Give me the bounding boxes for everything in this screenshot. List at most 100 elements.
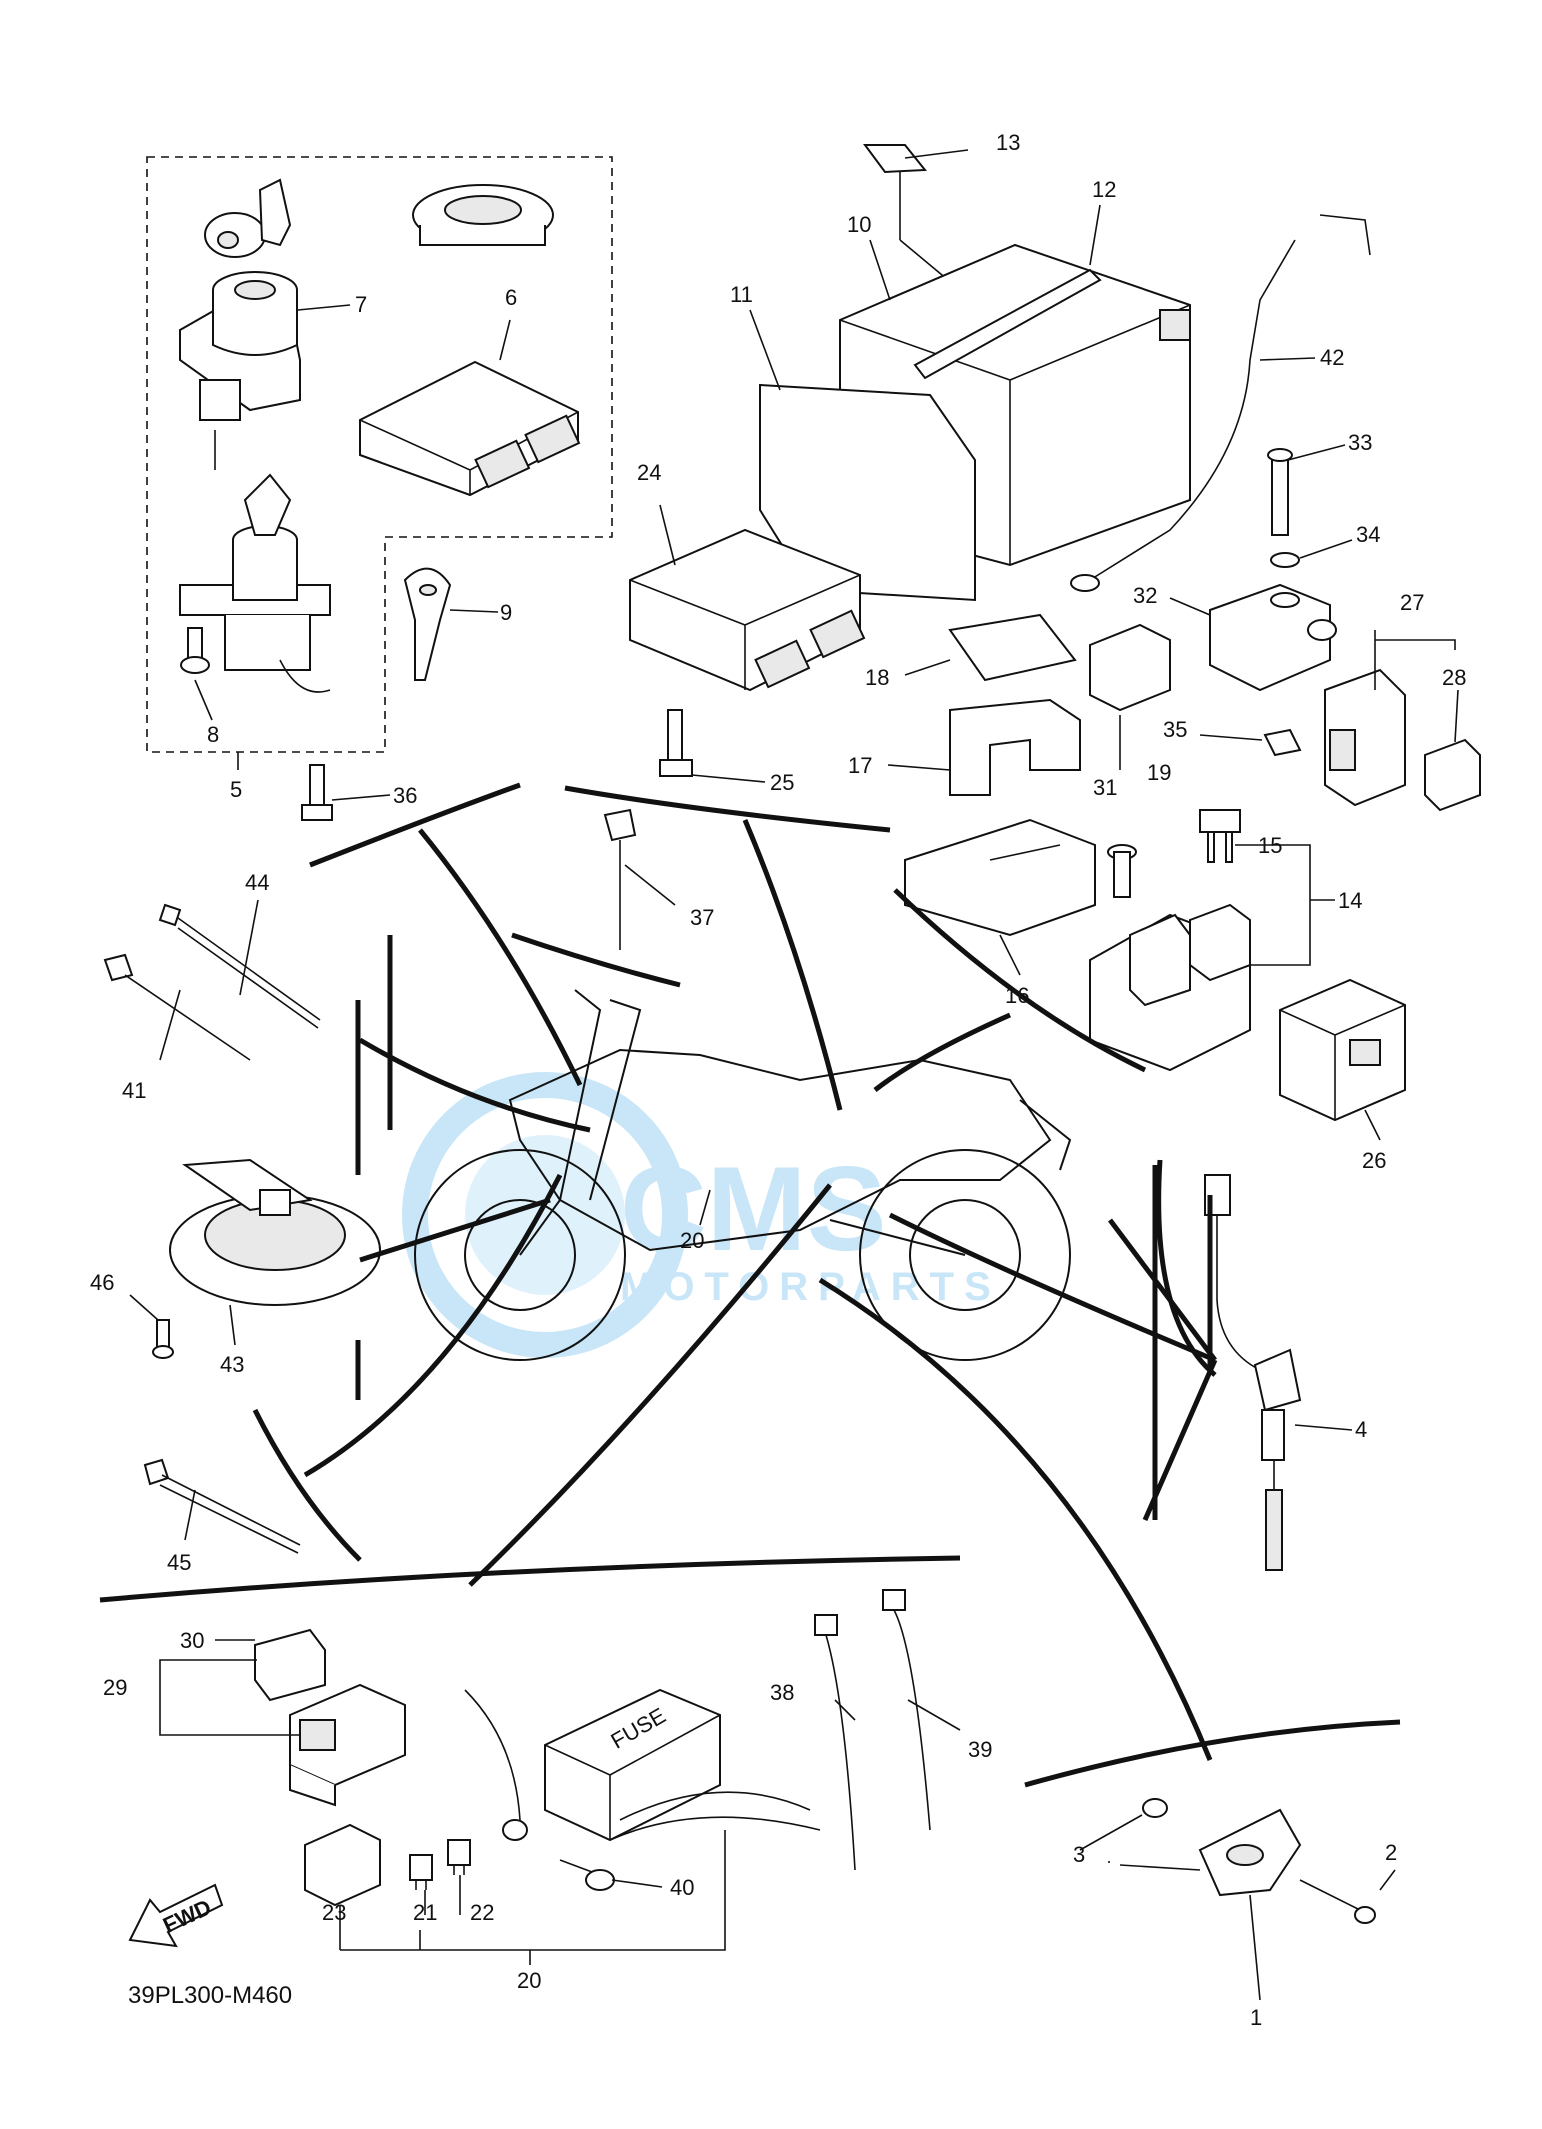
part-38-lead [814, 1614, 856, 1871]
callout-20-bike: 20 [680, 1228, 704, 1253]
part-15-fuse [1199, 809, 1241, 863]
part-43-horn [169, 1158, 381, 1306]
part-33-bolt [1267, 448, 1293, 536]
callout-40: 40 [670, 1875, 694, 1900]
callout-35: 35 [1163, 717, 1187, 742]
lock-set-box [146, 156, 613, 753]
callout-33: 33 [1348, 430, 1372, 455]
callout-27: 27 [1400, 590, 1424, 615]
part-6-ecu [359, 360, 581, 497]
callout-28: 28 [1442, 665, 1466, 690]
part-32-relay [1209, 583, 1337, 692]
part-45-cable-tie [143, 1458, 301, 1554]
callout-18: 18 [865, 665, 889, 690]
part-40-bolt [559, 1859, 615, 1891]
callout-3: 3 [1073, 1842, 1085, 1867]
part-14-starter-relay [1089, 903, 1251, 1072]
part-1-sidestand-switch [1119, 1808, 1302, 1897]
callout-46: 46 [90, 1270, 114, 1295]
part-35-clip [1263, 728, 1302, 757]
callout-15: 15 [1258, 833, 1282, 858]
part-41-cable-tie [103, 953, 251, 1061]
callout-43: 43 [220, 1352, 244, 1377]
part-28-cover [1424, 738, 1481, 812]
callout-45: 45 [167, 1550, 191, 1575]
part-42-earth-cable [1070, 214, 1371, 592]
part-13-clip [863, 144, 928, 174]
part-24-rectifier-regulator [629, 528, 866, 692]
callout-2: 2 [1385, 1840, 1397, 1865]
callout-16: 16 [1005, 983, 1029, 1008]
callout-25: 25 [770, 770, 794, 795]
callout-36: 36 [393, 783, 417, 808]
callout-12: 12 [1092, 177, 1116, 202]
callout-44: 44 [245, 870, 269, 895]
callout-21: 21 [413, 1900, 437, 1925]
watermark-sub: MOTORPARTS [620, 1265, 1001, 1309]
part-26-relay [1279, 978, 1406, 1122]
callout-24: 24 [637, 460, 661, 485]
part-lock-cylinder [204, 178, 292, 258]
part-23-coupler [304, 1823, 381, 1907]
callout-29: 29 [103, 1675, 127, 1700]
callout-8: 8 [207, 722, 219, 747]
part-30-cap [254, 1628, 326, 1702]
part-25-bolt [659, 709, 693, 777]
part-3-nut [1142, 1798, 1168, 1818]
callout-5: 5 [230, 777, 242, 802]
part-22-fuse [447, 1839, 471, 1875]
callouts: 7 6 8 9 5 36 13 12 10 11 42 33 34 32 27 … [90, 130, 1466, 2030]
callout-22: 22 [470, 1900, 494, 1925]
callout-19: 19 [1147, 760, 1171, 785]
part-39-lead [882, 1589, 931, 1831]
part-4-sensor [1204, 1174, 1302, 1571]
watermark-brand: CMS [620, 1142, 887, 1276]
part-27-relay [1324, 668, 1406, 807]
callout-41: 41 [122, 1078, 146, 1103]
callout-9: 9 [500, 600, 512, 625]
callout-13: 13 [996, 130, 1020, 155]
callout-7: 7 [355, 292, 367, 317]
callout-4: 4 [1355, 1417, 1367, 1442]
callout-37: 37 [690, 905, 714, 930]
part-29-coupler [289, 1683, 406, 1807]
part-46-bolt [152, 1319, 174, 1359]
callout-1: 1 [1250, 2005, 1262, 2030]
part-37-cable-tie [603, 808, 637, 950]
part-34-washer [1270, 552, 1300, 568]
fwd-arrow-icon: FWD [128, 1883, 224, 1948]
part-main-switch-assembly [179, 473, 331, 693]
callout-39: 39 [968, 1737, 992, 1762]
part-7-ignition-switch [179, 271, 301, 470]
callout-20-lower: 20 [517, 1968, 541, 1993]
section-leaders [99, 782, 1401, 1788]
diagram-code: 39PL300-M460 [128, 1982, 292, 2009]
callout-34: 34 [1356, 522, 1380, 547]
part-20-wire-harness: FUSE [464, 1688, 821, 1842]
part-fuel-cap-lock [412, 184, 554, 246]
callout-38: 38 [770, 1680, 794, 1705]
part-19-bolt [1107, 844, 1137, 898]
part-11-battery-pad [759, 383, 976, 602]
part-12-band [913, 268, 1102, 380]
callout-10: 10 [847, 212, 871, 237]
callout-11: 11 [730, 282, 753, 307]
callout-23: 23 [322, 1900, 346, 1925]
part-36-bolt [301, 764, 333, 821]
motorcycle-outline [414, 989, 1072, 1361]
part-44-cable-tie [158, 903, 321, 1029]
callout-6: 6 [505, 285, 517, 310]
part-16-cover [904, 818, 1096, 937]
part-17-holder [949, 698, 1081, 796]
callout-26: 26 [1362, 1148, 1386, 1173]
callout-30: 30 [180, 1628, 204, 1653]
part-18-pad [948, 613, 1077, 682]
part-21-fuse [409, 1854, 433, 1890]
part-8-screw [180, 627, 210, 674]
part-31-coupler [1089, 623, 1171, 712]
part-2-screw [1299, 1879, 1376, 1924]
callout-14: 14 [1338, 888, 1362, 913]
callout-31: 31 [1093, 775, 1117, 800]
callout-42: 42 [1320, 345, 1344, 370]
